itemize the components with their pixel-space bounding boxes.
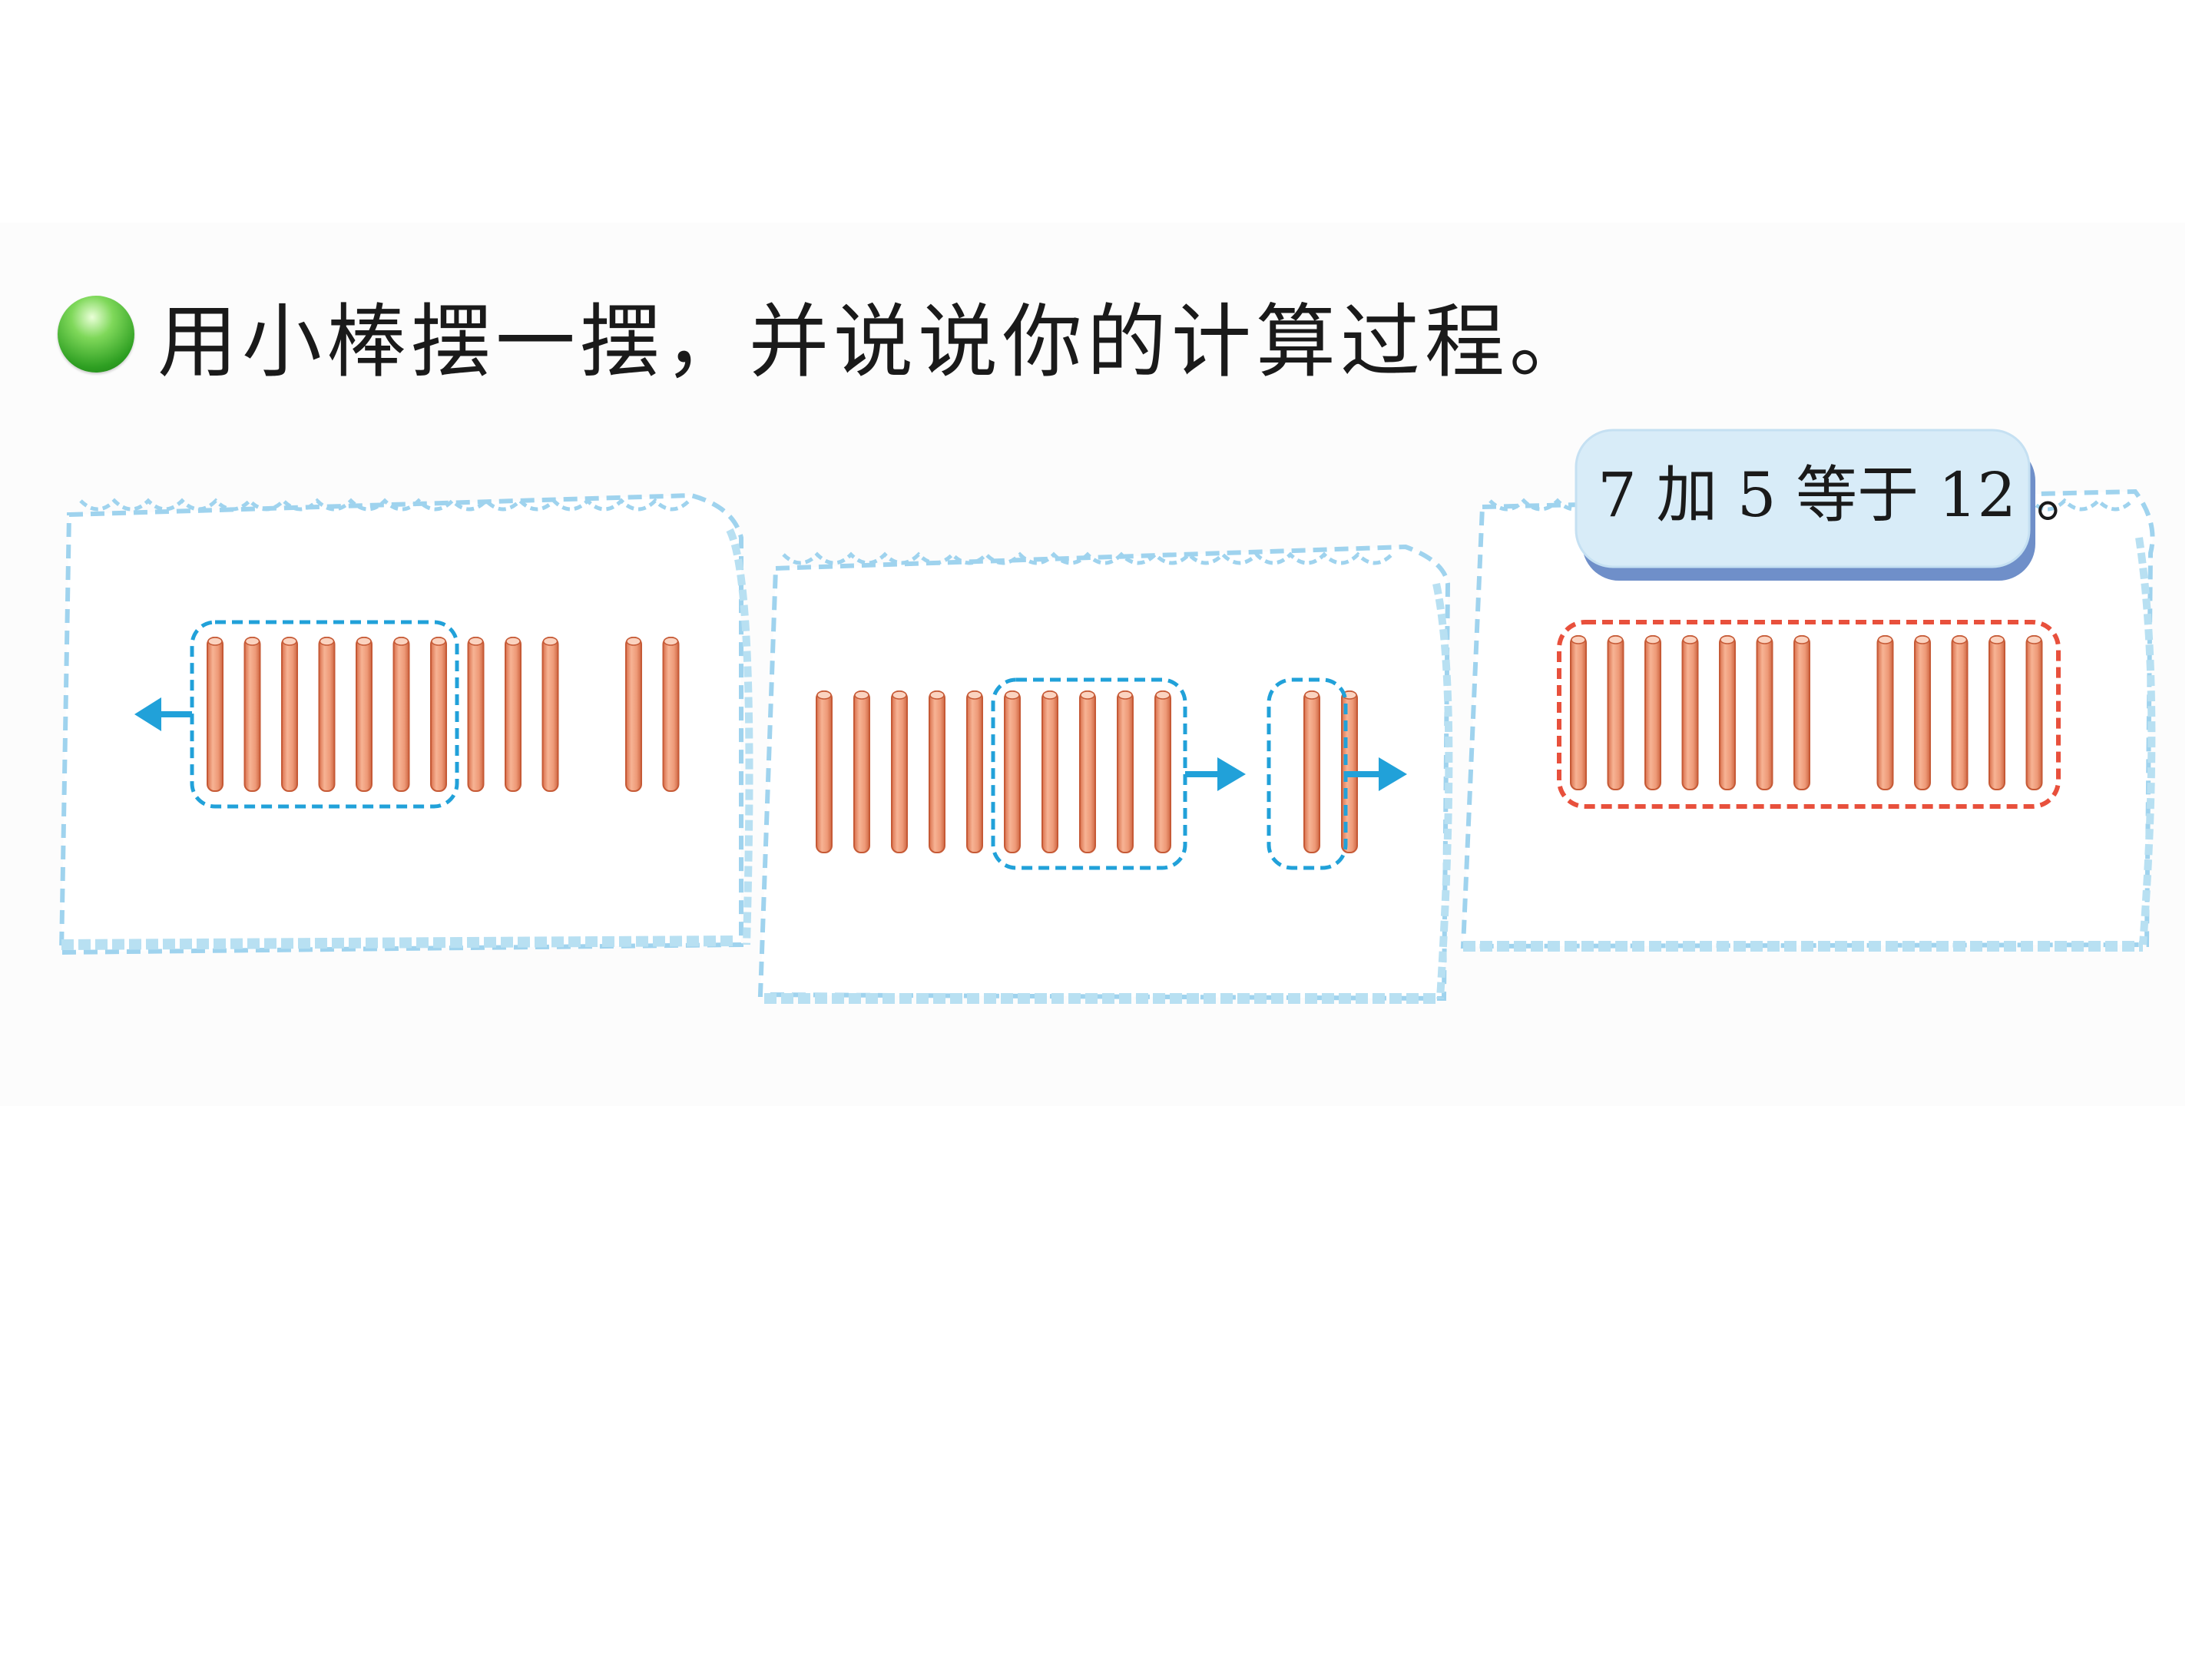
counting-stick <box>853 690 870 853</box>
counting-stick <box>1681 635 1699 790</box>
counting-stick <box>541 637 559 792</box>
counting-stick <box>1154 690 1171 853</box>
counting-stick <box>505 637 522 792</box>
counting-stick <box>1793 635 1810 790</box>
panel-2 <box>757 544 1453 1004</box>
instruction-text: 用小棒摆一摆，并说说你的计算过程。 <box>157 294 1594 389</box>
counting-stick <box>467 637 485 792</box>
stick-row <box>1570 635 2043 790</box>
paper-wavy-edge <box>79 498 690 512</box>
arrow-right-icon <box>1185 757 1246 791</box>
counting-stick <box>1951 635 1969 790</box>
instruction-heading: 用小棒摆一摆，并说说你的计算过程。 <box>58 280 1594 389</box>
stick-row <box>816 690 1358 853</box>
counting-stick <box>891 690 908 853</box>
counting-stick <box>392 637 410 792</box>
paper-wavy-edge <box>782 551 1393 565</box>
counting-stick <box>1719 635 1736 790</box>
red-dashed-group-outline <box>1557 620 2061 809</box>
speech-bubble-text: 7 加 5 等于 12 。 <box>1598 459 2098 531</box>
counting-stick <box>1079 690 1096 853</box>
blue-dashed-group-outline <box>991 677 1187 870</box>
counting-stick <box>662 637 680 792</box>
arrow-left-icon <box>134 697 192 731</box>
counting-stick <box>356 637 373 792</box>
counting-stick <box>1570 635 1587 790</box>
speech-bubble: 7 加 5 等于 12 。 <box>1575 429 2098 581</box>
counting-stick <box>2025 635 2043 790</box>
counting-stick <box>207 637 224 792</box>
counting-stick <box>1607 635 1624 790</box>
counting-stick <box>1644 635 1661 790</box>
counting-stick <box>1117 690 1134 853</box>
green-bullet-icon <box>58 296 134 373</box>
counting-stick <box>1876 635 1894 790</box>
panel-3: 7 加 5 等于 12 。 <box>1460 429 2156 952</box>
paper-bottom-shadow <box>61 935 738 950</box>
paper-card <box>757 544 1451 1002</box>
counting-stick <box>1004 690 1021 853</box>
counting-stick <box>625 637 642 792</box>
counting-stick <box>1988 635 2005 790</box>
counting-stick <box>816 690 833 853</box>
counting-stick <box>1303 690 1320 853</box>
arrow-right-icon <box>1346 757 1407 791</box>
paper-side-curl <box>2135 537 2156 945</box>
counting-stick <box>430 637 447 792</box>
counting-stick <box>1756 635 1773 790</box>
counting-stick <box>281 637 298 792</box>
counting-stick <box>929 690 945 853</box>
speech-bubble-body <box>1575 429 2031 568</box>
paper-side-curl <box>1432 582 1453 999</box>
panel-1 <box>58 492 753 955</box>
paper-side-curl <box>726 528 753 945</box>
counting-stick <box>243 637 261 792</box>
counting-stick <box>1914 635 1931 790</box>
counting-stick <box>318 637 336 792</box>
stick-row <box>207 637 680 792</box>
counting-stick <box>1041 690 1058 853</box>
counting-stick <box>966 690 983 853</box>
